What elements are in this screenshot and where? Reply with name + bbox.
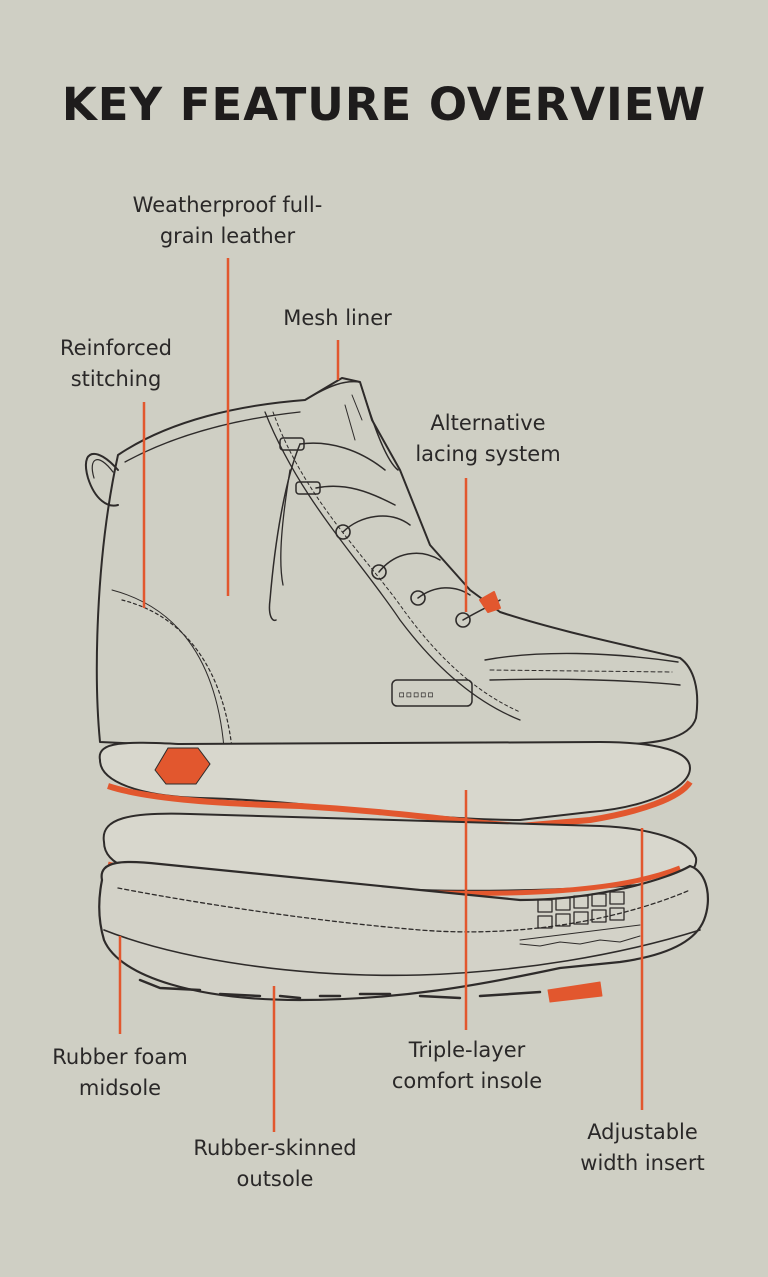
label-leather: Weatherproof full- grain leather [132, 193, 323, 248]
label-lacing: Alternative lacing system [415, 411, 561, 466]
label-outsole: Rubber-skinned outsole [193, 1136, 357, 1191]
label-midsole: Rubber foam midsole [52, 1045, 188, 1100]
boot-upper: ▫▫▫▫▫ [85, 377, 699, 749]
label-stitching: Reinforced stitching [60, 336, 172, 391]
label-width-insert: Adjustable width insert [580, 1120, 705, 1175]
label-insole: Triple-layer comfort insole [391, 1038, 543, 1093]
leader-lines [118, 258, 644, 1132]
svg-text:▫▫▫▫▫: ▫▫▫▫▫ [398, 687, 434, 701]
label-mesh-liner: Mesh liner [283, 306, 392, 330]
page-title: KEY FEATURE OVERVIEW [61, 78, 707, 131]
boot-sole [98, 860, 710, 1003]
insole-top-layer [98, 740, 693, 830]
